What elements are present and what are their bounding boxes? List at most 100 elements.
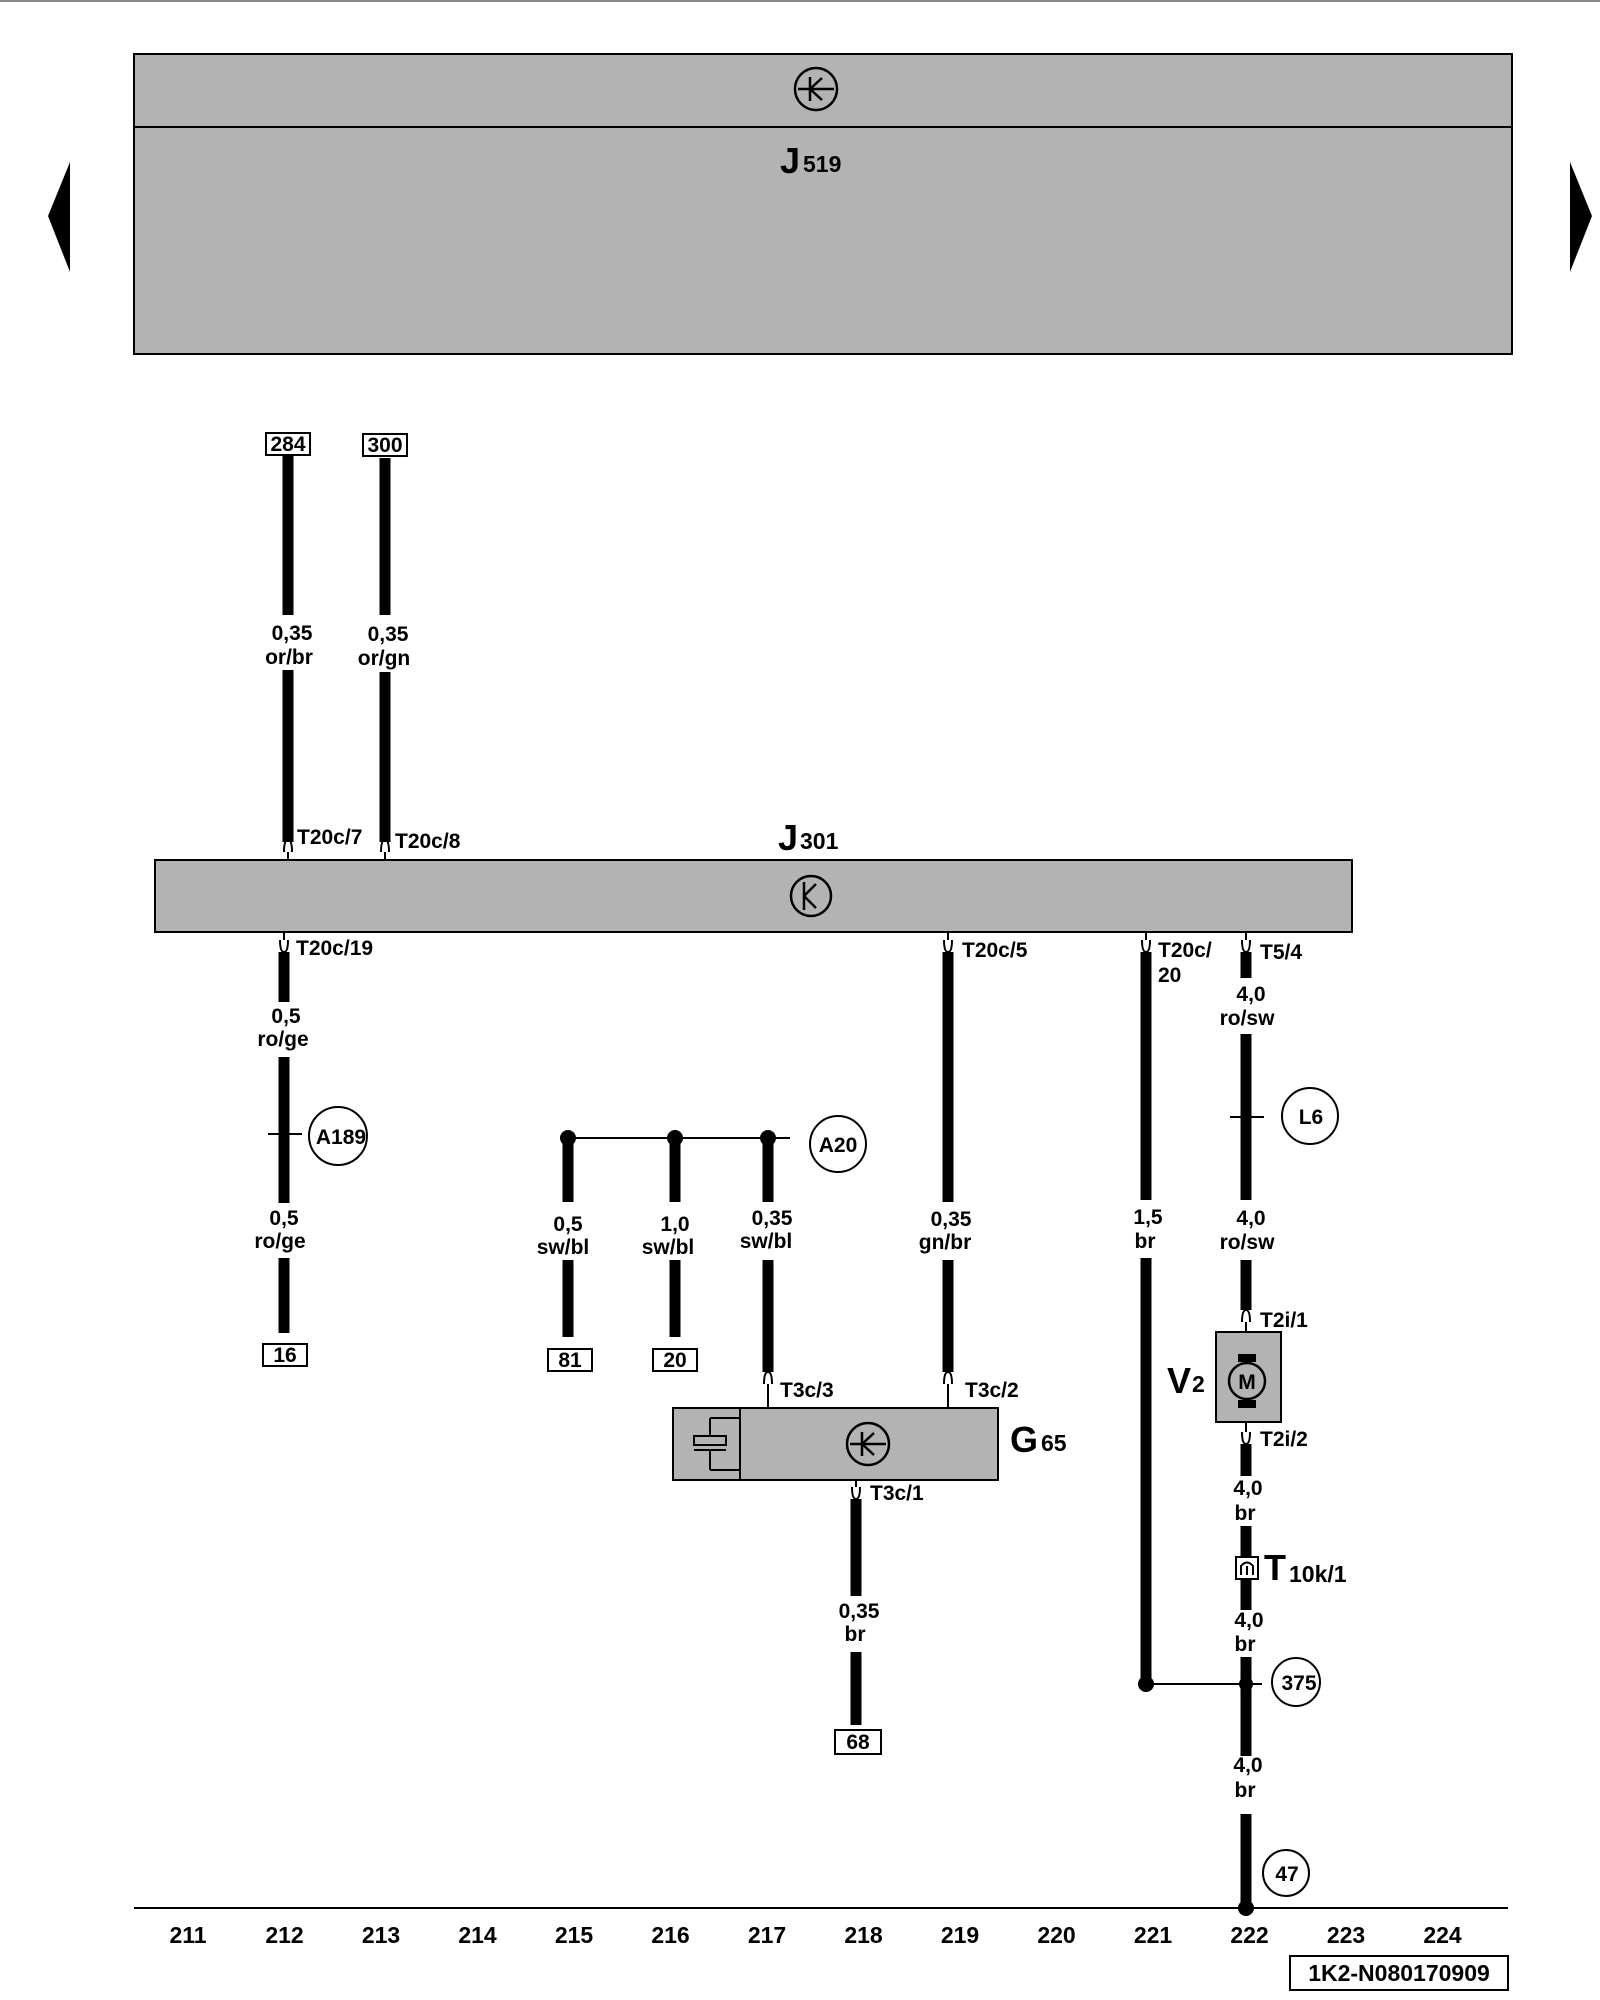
wire-t20c20-color: br [1135, 1230, 1156, 1253]
j301-letter: J [778, 817, 798, 858]
pin-t2i1: T2i/1 [1260, 1309, 1308, 1332]
wire-t20c20-size: 1,5 [1133, 1206, 1163, 1229]
wire-l6-top-color: ro/sw [1220, 1007, 1276, 1030]
column-number: 213 [362, 1922, 400, 1948]
ref-box-300 [362, 433, 408, 457]
t10k-connector: T 10k/1 [1235, 1547, 1347, 1588]
v2-motor: M V 2 [1167, 1331, 1282, 1423]
g65-sensor: G 65 [672, 1407, 1067, 1481]
connector-a20-label: A20 [819, 1134, 858, 1157]
column-number: 216 [651, 1922, 689, 1948]
wire-t3c3-color: sw/bl [740, 1230, 793, 1253]
j301-number: 301 [800, 828, 839, 854]
t10k-letter: T [1264, 1547, 1286, 1588]
ground-47 [1262, 1849, 1310, 1897]
j519-control-unit: J 519 [133, 53, 1513, 355]
wire-t3c3-size: 0,35 [752, 1207, 793, 1230]
ref-box-81 [547, 1348, 593, 1372]
wire-t3c1-color: br [845, 1623, 866, 1646]
pin-t20c5: T20c/5 [962, 939, 1028, 962]
next-page-arrow-icon[interactable] [1570, 162, 1592, 272]
ref-81-label: 81 [558, 1349, 582, 1372]
a20-bus [560, 1130, 790, 1408]
crystal-icon [693, 1417, 740, 1471]
column-number: 223 [1327, 1922, 1365, 1948]
pin-t2i2: T2i/2 [1260, 1428, 1308, 1451]
column-number: 222 [1230, 1922, 1268, 1948]
wire-t10k-color: br [1235, 1633, 1256, 1656]
ground-47-label: 47 [1275, 1863, 1298, 1886]
connector-a189-label: A189 [316, 1126, 366, 1149]
prev-page-arrow-icon[interactable] [48, 162, 70, 272]
pin-t20c8: T20c/8 [395, 830, 461, 853]
column-number: 211 [169, 1922, 206, 1948]
ground-375-label: 375 [1281, 1672, 1316, 1695]
wire-t3c1-size: 0,35 [839, 1600, 880, 1623]
wire-l6-bottom-color: ro/sw [1220, 1231, 1276, 1254]
v2-number: 2 [1192, 1371, 1205, 1397]
wire-t10k-size: 4,0 [1234, 1609, 1263, 1632]
wire-l6-bottom-size: 4,0 [1236, 1207, 1265, 1230]
electronic-symbol-icon [789, 874, 833, 918]
column-number: 221 [1134, 1922, 1173, 1948]
connector-a189 [308, 1106, 368, 1166]
ref-16-label: 16 [273, 1344, 296, 1367]
ground-375 [1271, 1657, 1321, 1707]
connector-a20 [809, 1115, 867, 1173]
pin-t20c20-b: 20 [1158, 964, 1181, 987]
motor-symbol: M [1238, 1371, 1256, 1394]
pin-t54: T5/4 [1260, 941, 1302, 964]
t10k-number: 10k/1 [1289, 1561, 1347, 1587]
wire-a189-top-size: 0,5 [271, 1005, 301, 1028]
pin-t20c19: T20c/19 [296, 937, 373, 960]
wire-t3c1 [850, 1480, 862, 1725]
ref-box-20 [652, 1348, 698, 1372]
ref-20-label: 20 [663, 1349, 686, 1372]
ref-box-284 [265, 432, 311, 456]
ref-box-68 [834, 1729, 882, 1755]
g65-number: 65 [1041, 1430, 1067, 1456]
wire-284-size: 0,35 [272, 622, 313, 645]
wire-t20c5-size: 0,35 [931, 1208, 972, 1231]
wire-t20c20 [1138, 932, 1246, 1692]
pin-t3c2: T3c/2 [965, 1379, 1019, 1402]
j519-letter: J [780, 140, 800, 181]
wire-a189-bottom-size: 0,5 [269, 1207, 299, 1230]
wire-20-color: sw/bl [642, 1236, 695, 1259]
column-number: 212 [265, 1922, 303, 1948]
connector-l6-label: L6 [1299, 1106, 1324, 1129]
column-number: 220 [1037, 1922, 1075, 1948]
wire-v2-color: br [1235, 1502, 1256, 1525]
wire-81-size: 0,5 [553, 1213, 583, 1236]
column-number: 215 [555, 1922, 594, 1948]
electronic-symbol-icon [793, 66, 839, 112]
wire-284-color: or/br [265, 646, 313, 669]
ref-300-label: 300 [367, 434, 402, 457]
wire-a189-bottom-color: ro/ge [254, 1230, 305, 1253]
j519-number: 519 [803, 151, 841, 177]
wire-a189-top-color: ro/ge [257, 1028, 308, 1051]
column-number: 214 [458, 1922, 497, 1948]
wire-t20c19 [268, 932, 302, 1333]
wire-t20c5 [942, 932, 954, 1408]
column-number: 217 [748, 1922, 786, 1948]
column-number: 224 [1423, 1922, 1462, 1948]
wire-l6-top-size: 4,0 [1236, 983, 1265, 1006]
wire-375-size: 4,0 [1233, 1754, 1262, 1777]
column-number: 218 [844, 1922, 883, 1948]
wire-81-color: sw/bl [537, 1236, 590, 1259]
doc-id-box [1289, 1955, 1509, 1991]
pin-t3c3: T3c/3 [780, 1379, 834, 1402]
ref-284-label: 284 [270, 433, 305, 456]
wire-20-size: 1,0 [660, 1213, 689, 1236]
wire-300-size: 0,35 [368, 623, 409, 646]
v2-letter: V [1167, 1360, 1191, 1401]
wire-300 [379, 458, 391, 860]
ref-box-16 [262, 1343, 308, 1367]
wire-v2-size: 4,0 [1233, 1477, 1262, 1500]
pin-t20c7: T20c/7 [297, 826, 362, 849]
electronic-symbol-icon [845, 1421, 891, 1467]
g65-letter: G [1010, 1419, 1038, 1460]
column-number: 219 [941, 1922, 979, 1948]
